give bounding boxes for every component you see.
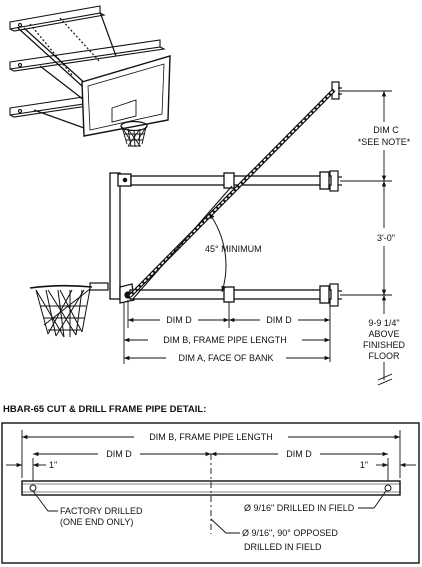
hole-left bbox=[29, 484, 37, 492]
dim-c-label: DIM C bbox=[373, 125, 399, 135]
one-inch-right-label: 1" bbox=[360, 460, 368, 470]
opposed-drilled-label: DRILLED IN FIELD bbox=[244, 542, 322, 552]
upper-pipe-coupler bbox=[223, 172, 235, 189]
dim-d-left-label: DIM D bbox=[166, 315, 192, 325]
height-floor-label: FLOOR bbox=[368, 351, 400, 361]
detail-title: HBAR-65 CUT & DRILL FRAME PIPE DETAIL: bbox=[3, 404, 206, 415]
vertical-post bbox=[109, 172, 135, 304]
frame-dimensions bbox=[123, 300, 331, 364]
hole-right bbox=[384, 484, 392, 492]
angle-indicator: 45° MINIMUM bbox=[205, 212, 262, 293]
factory-drilled-label: FACTORY DRILLED bbox=[60, 506, 143, 516]
drilled-in-field-label: Ø 9/16" DRILLED IN FIELD bbox=[244, 503, 355, 513]
dim-b-label: DIM B, FRAME PIPE LENGTH bbox=[163, 335, 287, 345]
lower-frame-pipe bbox=[129, 285, 332, 304]
height-value-label: 9-9 1/4" bbox=[368, 318, 399, 328]
height-finished-label: FINISHED bbox=[363, 340, 406, 350]
detail-dim-d-right-label: DIM D bbox=[286, 449, 312, 459]
detail-pipe bbox=[21, 454, 401, 534]
lower-pipe-coupler bbox=[223, 286, 235, 303]
detail-frame bbox=[1, 422, 420, 564]
iso-frame bbox=[17, 11, 117, 129]
iso-rim-net bbox=[120, 120, 148, 148]
detail-dimensions bbox=[6, 430, 416, 534]
detail-dim-b-label: DIM B, FRAME PIPE LENGTH bbox=[149, 432, 273, 442]
side-rim-net bbox=[29, 282, 109, 338]
dim-a-label: DIM A, FACE OF BANK bbox=[178, 353, 273, 363]
diagonal-chain bbox=[128, 88, 336, 301]
one-inch-left-label: 1" bbox=[49, 460, 57, 470]
dim-d-right-label: DIM D bbox=[266, 315, 292, 325]
upper-frame-pipe bbox=[130, 171, 332, 190]
isometric-inset bbox=[9, 5, 171, 148]
height-above-label: ABOVE bbox=[368, 329, 399, 339]
angle-label: 45° MINIMUM bbox=[205, 244, 262, 254]
one-end-only-label: (ONE END ONLY) bbox=[60, 517, 133, 527]
three-foot-label: 3'-0" bbox=[377, 233, 395, 243]
dim-c-dimension bbox=[340, 90, 393, 386]
wall-plates bbox=[329, 81, 342, 307]
iso-backboard bbox=[81, 55, 171, 137]
opposed-hole-label: Ø 9/16", 90° OPPOSED bbox=[242, 528, 338, 538]
see-note-label: *SEE NOTE* bbox=[358, 137, 411, 147]
detail-dim-d-left-label: DIM D bbox=[106, 449, 132, 459]
